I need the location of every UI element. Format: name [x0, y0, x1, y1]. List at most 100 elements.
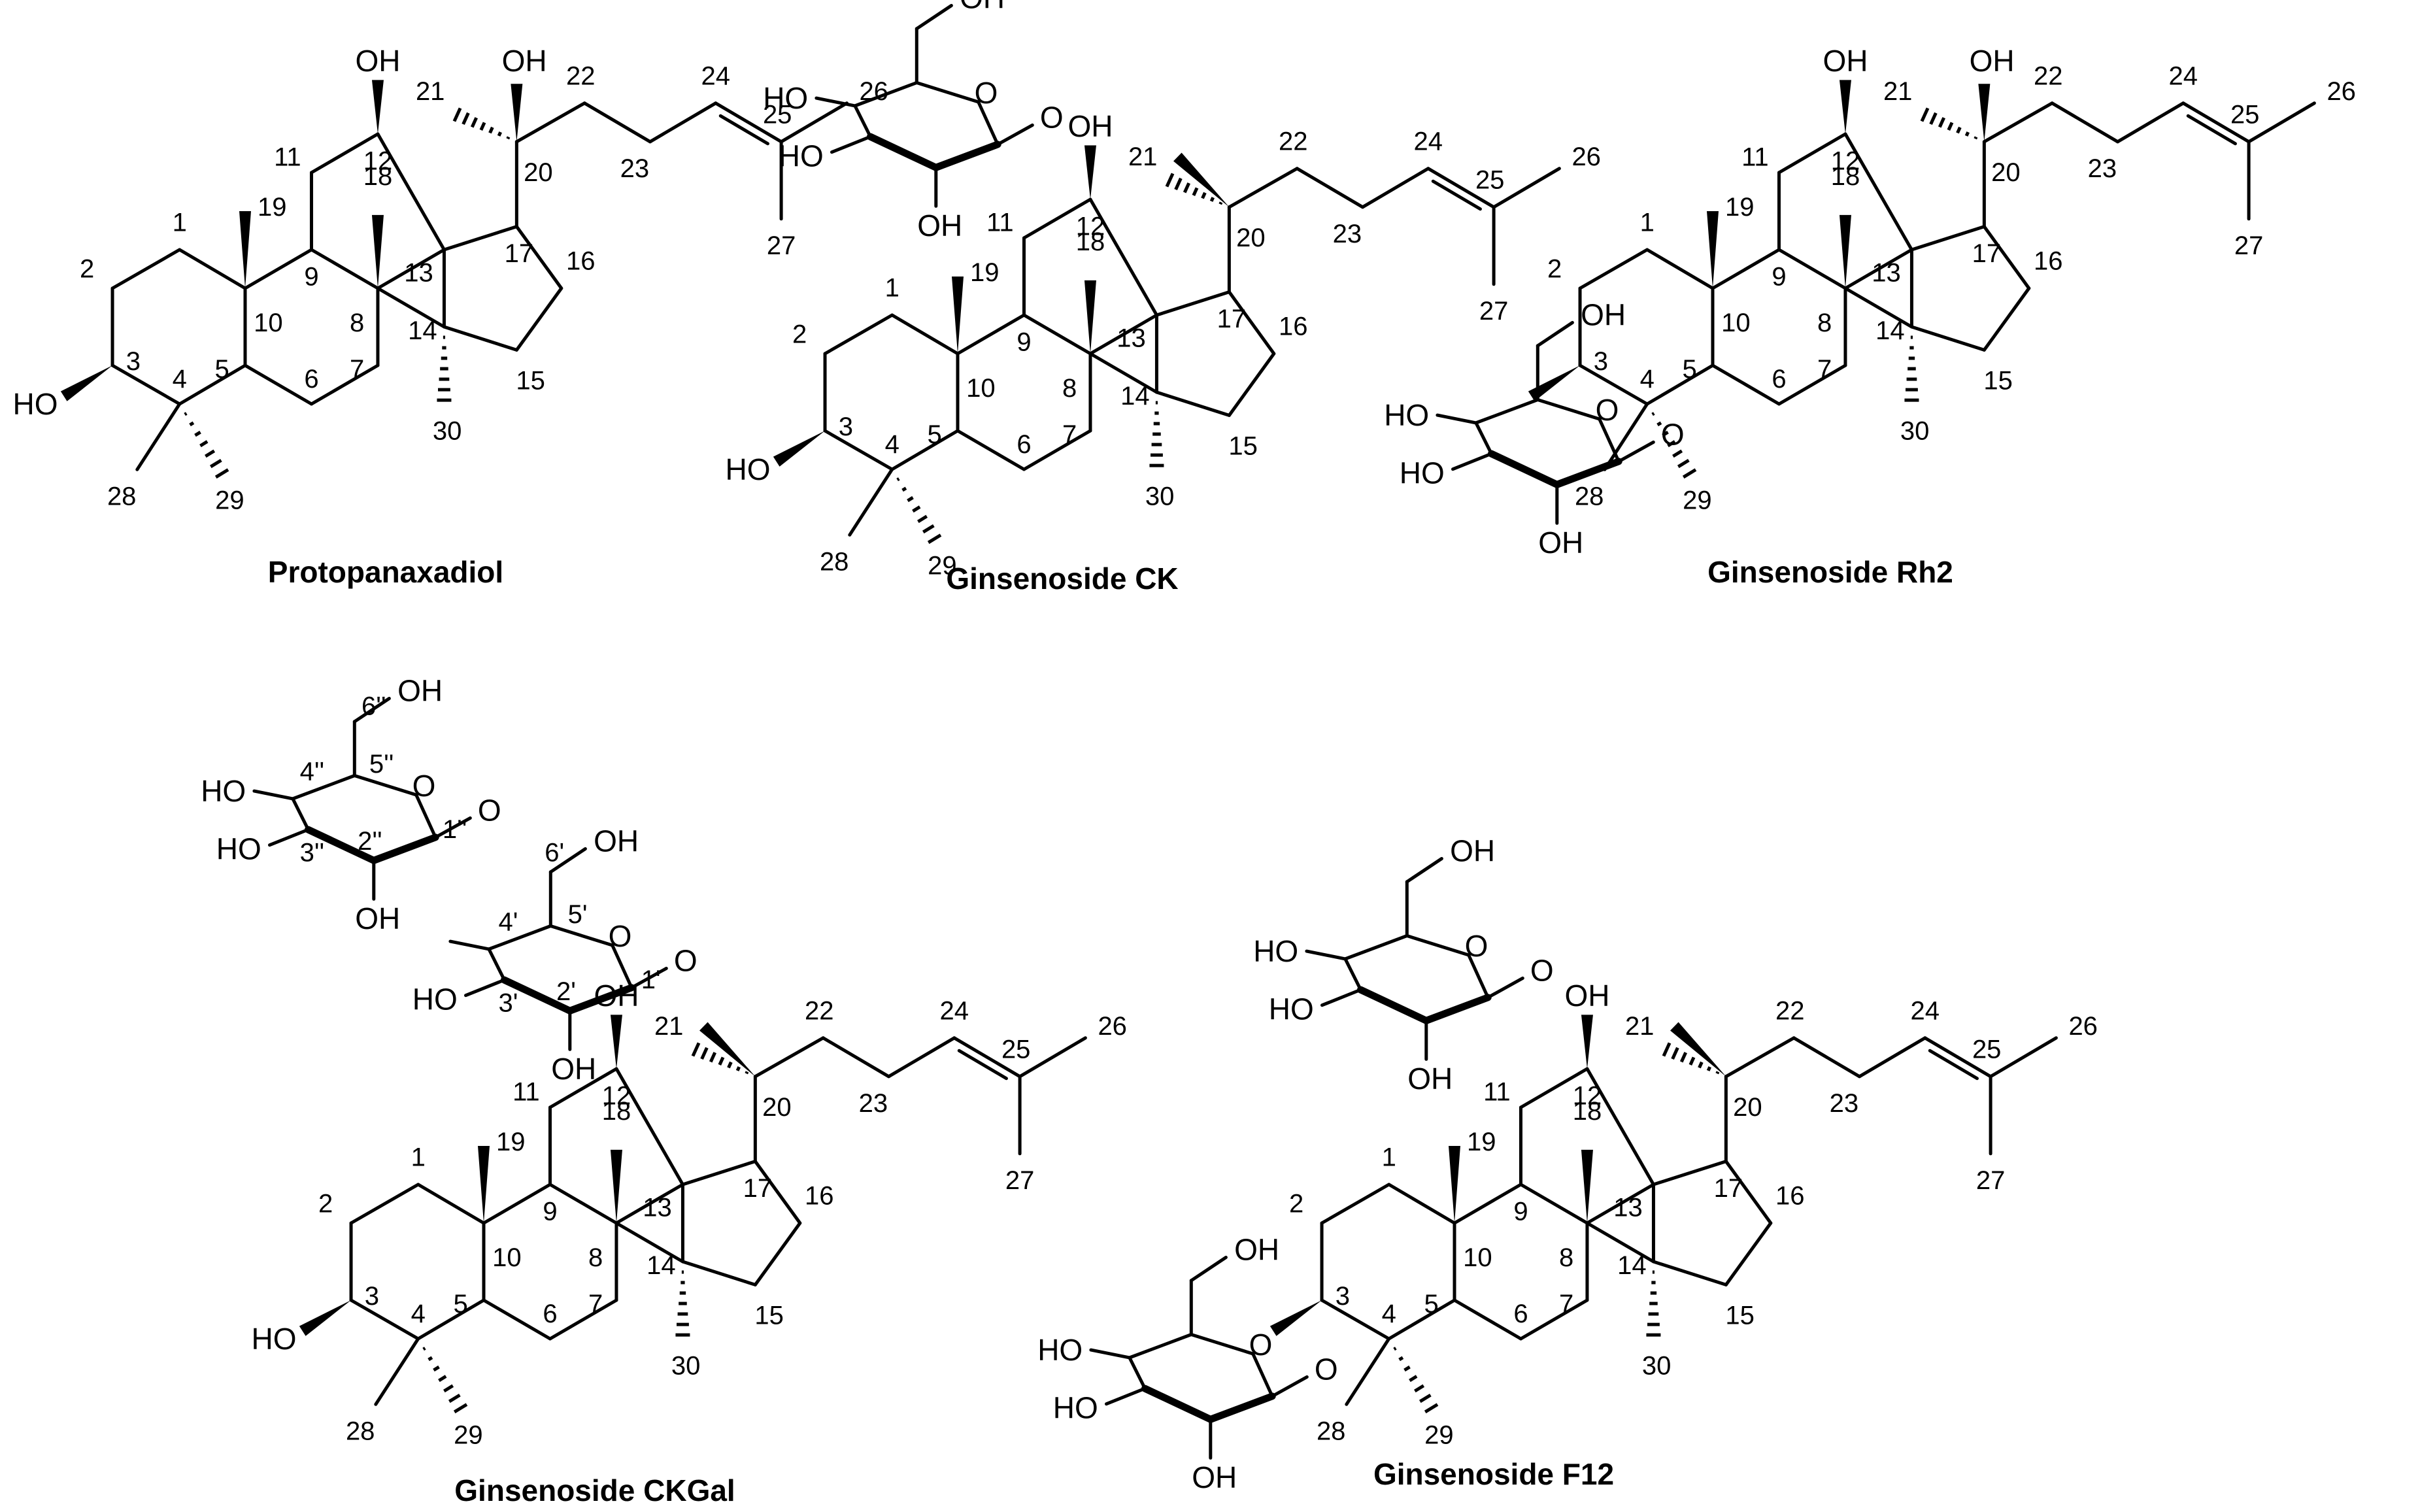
- hashed-bond: [1393, 1347, 1439, 1414]
- bond: [1227, 290, 1276, 356]
- bond: [956, 313, 1026, 356]
- bold-ring-bond: [1141, 1385, 1215, 1423]
- wedge-bond: [610, 1149, 622, 1223]
- atom-number-label: 3: [1336, 1282, 1350, 1311]
- bond: [2181, 101, 2251, 144]
- hashed-bond: [1662, 1042, 1720, 1075]
- atom-number-label: 13: [1872, 258, 1901, 287]
- atom-number-label: 21: [1128, 143, 1158, 171]
- bond: [1320, 988, 1362, 1007]
- atom-number-label: 18: [1076, 227, 1105, 256]
- bond: [1486, 976, 1524, 1000]
- bond: [548, 1183, 618, 1225]
- bond: [309, 363, 380, 406]
- atom-number-label: 9: [304, 262, 318, 291]
- bond: [853, 104, 872, 139]
- atom-number-label: 23: [1333, 220, 1362, 248]
- bond: [1474, 421, 1493, 456]
- atom-number-label: 15: [516, 367, 545, 395]
- atom-number-label: 19: [258, 193, 287, 222]
- atom-number-label: 23: [2088, 154, 2117, 183]
- hydroxyl-group-label: HO: [1253, 934, 1298, 968]
- atom-number-label: 1: [411, 1143, 426, 1172]
- bond: [1536, 398, 1602, 421]
- sugar-position-label: 4': [498, 908, 518, 937]
- sugar-position-label: 2': [556, 977, 576, 1006]
- bond: [514, 286, 563, 352]
- atom-number-label: 29: [1683, 486, 1712, 515]
- double-bond: [718, 114, 769, 146]
- atom-number-label: 26: [1098, 1012, 1127, 1041]
- bond: [779, 101, 849, 144]
- atom-number-label: 15: [1983, 367, 2013, 395]
- bond: [514, 225, 563, 290]
- hashed-bond: [1646, 1270, 1661, 1337]
- atom-number-label: 12: [602, 1081, 631, 1110]
- atom-number-label: 11: [513, 1077, 540, 1106]
- bond: [1387, 1183, 1456, 1225]
- bond: [848, 467, 894, 537]
- molecule-name: Protopanaxadiol: [268, 555, 503, 589]
- atom-number-label: 18: [363, 162, 393, 191]
- bond: [243, 363, 313, 406]
- bond: [309, 248, 380, 290]
- bond: [1603, 402, 1649, 471]
- hydroxyl-group-label: HO: [763, 81, 808, 115]
- bond: [376, 248, 446, 290]
- atom-number-label: 25: [1475, 166, 1505, 195]
- ring-oxygen-label: O: [609, 919, 632, 953]
- atom-number-label: 21: [416, 77, 445, 106]
- bold-ring-bond: [1207, 1392, 1276, 1423]
- atom-number-label: 30: [433, 416, 462, 445]
- atom-number-label: 27: [1005, 1166, 1035, 1195]
- atom-number-label: 26: [1571, 143, 1601, 171]
- bond: [1227, 352, 1276, 417]
- bond: [1578, 363, 1649, 406]
- hydroxyl-group-label: HO: [779, 139, 824, 173]
- atom-number-label: 29: [454, 1421, 483, 1450]
- hydroxyl-group-label: OH: [355, 901, 400, 935]
- atom-number-label: 2: [1289, 1190, 1303, 1218]
- double-bond: [2186, 114, 2237, 146]
- atom-number-label: 29: [215, 486, 244, 515]
- bond: [178, 248, 247, 290]
- bond: [648, 101, 718, 144]
- bond: [887, 1036, 956, 1079]
- hydroxyl-group-label: HO: [216, 832, 261, 866]
- atom-number-label: 12: [363, 146, 393, 175]
- atom-number-label: 14: [1617, 1251, 1647, 1280]
- bold-ring-bond: [305, 826, 378, 864]
- atom-number-label: 14: [1120, 382, 1150, 411]
- hydroxyl-group-label: OH: [1970, 44, 2015, 78]
- bond: [611, 943, 633, 990]
- atom-number-label: 24: [940, 997, 969, 1026]
- atom-number-label: 9: [1017, 328, 1031, 356]
- bond: [1089, 1348, 1132, 1360]
- atom-number-label: 27: [767, 231, 796, 260]
- atom-number-label: 3: [839, 412, 853, 441]
- bond: [442, 225, 518, 252]
- atom-number-label: 29: [1424, 1421, 1454, 1450]
- wedge-bond: [299, 1300, 352, 1336]
- bold-ring-bond: [1553, 458, 1622, 488]
- bond: [268, 828, 310, 847]
- hydroxyl-group-label: OH: [551, 1052, 596, 1086]
- ring-oxygen-label: O: [1249, 1328, 1273, 1362]
- bond: [890, 429, 960, 471]
- bond: [1909, 325, 1986, 352]
- bond: [956, 429, 1026, 471]
- atom-number-label: 14: [647, 1251, 676, 1280]
- hashed-bond: [1149, 401, 1164, 467]
- bond: [1405, 857, 1443, 884]
- molecule-name: Ginsenoside CK: [946, 562, 1178, 596]
- atom-number-label: 22: [805, 997, 834, 1026]
- atom-number-label: 2: [318, 1190, 333, 1218]
- atom-number-label: 28: [820, 548, 849, 577]
- bold-ring-bond: [1488, 450, 1561, 488]
- atom-number-label: 26: [2068, 1012, 2098, 1041]
- bond: [1711, 248, 1781, 290]
- wedge-bond: [1581, 1149, 1593, 1223]
- bold-ring-bond: [370, 833, 439, 864]
- molecule-ginsenoside-ckgal: OHHO123456789101112131415161718192021222…: [201, 674, 1127, 1507]
- sugar-position-label: 3': [498, 989, 518, 1018]
